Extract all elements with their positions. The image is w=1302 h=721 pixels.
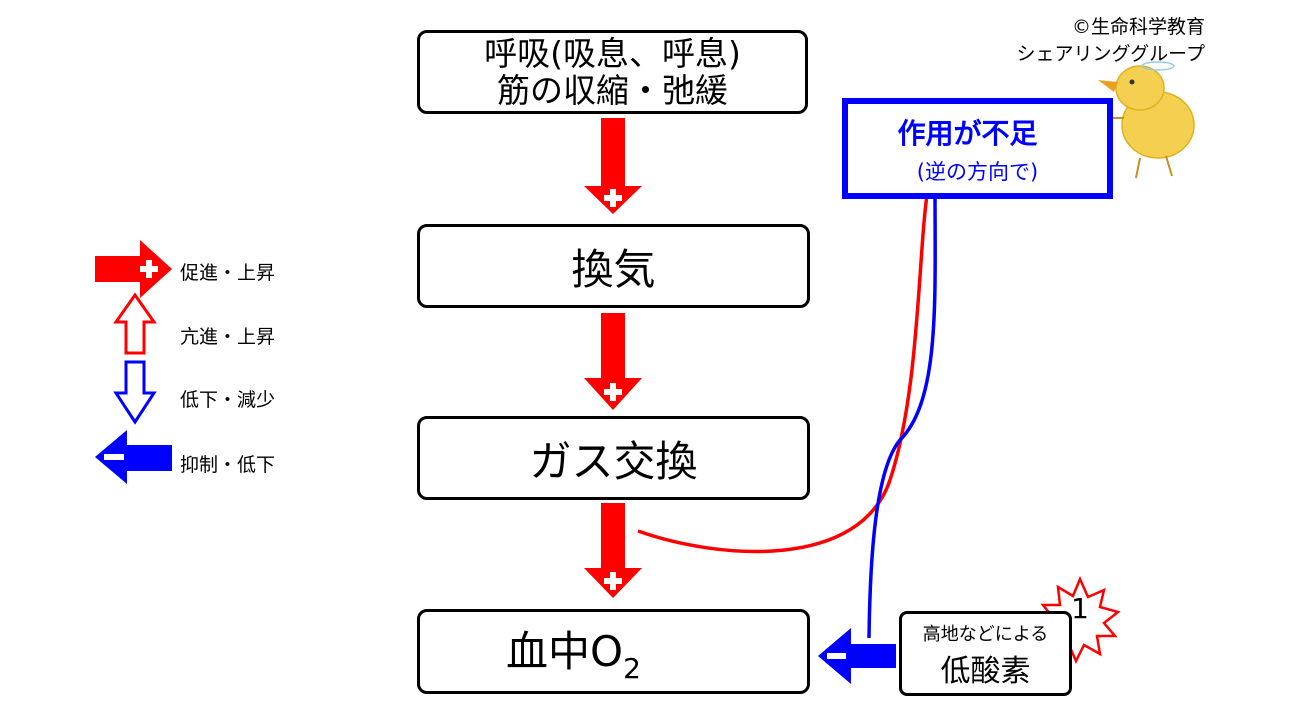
legend-inhibit-arrow-icon <box>95 430 172 484</box>
legend-label-decrease: 低下・減少 <box>180 389 276 411</box>
minus-icon <box>827 653 846 659</box>
promote-arrow-ventilation-to-gas-exchange <box>584 313 642 410</box>
ventilation-label: 換気 <box>571 244 656 294</box>
blood-o2-box: 血中O2 <box>417 609 810 694</box>
hypoxia-box: 高地などによる 低酸素 <box>899 611 1072 696</box>
respiration-line-2: 筋の収縮・弛緩 <box>497 71 728 110</box>
blood-o2-main: 血中O <box>506 627 624 676</box>
respiration-line-1: 呼吸(吸息、呼息) <box>484 34 741 73</box>
respiration-box: 呼吸(吸息、呼息) 筋の収縮・弛緩 <box>417 30 808 114</box>
copyright-notice: ©生命科学教育 シェアリンググループ <box>990 14 1205 68</box>
insufficient-subtitle: (逆の方向で) <box>916 159 1039 184</box>
copyright-line-1: ©生命科学教育 <box>1071 16 1205 38</box>
legend-label-inhibit: 抑制・低下 <box>180 454 276 476</box>
legend-label-promote: 促進・上昇 <box>180 262 276 284</box>
copyright-line-2: シェアリンググループ <box>1016 43 1205 65</box>
ventilation-box: 換気 <box>417 224 810 308</box>
promote-arrow-respiration-to-ventilation <box>584 118 642 214</box>
inhibit-arrow-hypoxia-to-blood-o2 <box>818 628 896 684</box>
blue-effect-curve <box>867 189 937 639</box>
insufficient-effect-box: 作用が不足 (逆の方向で) <box>842 98 1113 199</box>
blood-o2-label: 血中O2 <box>506 618 641 685</box>
legend-decrease-down-arrow-icon <box>113 360 157 425</box>
hypoxia-cause: 高地などによる <box>922 623 1049 645</box>
blood-o2-subscript: 2 <box>623 652 641 685</box>
red-effect-curve <box>637 187 930 554</box>
hypoxia-label: 低酸素 <box>940 653 1031 689</box>
gas-exchange-box: ガス交換 <box>417 416 810 500</box>
legend-promote-arrow-icon <box>95 240 172 298</box>
promote-arrow-gas-exchange-to-blood-o2 <box>584 503 642 598</box>
insufficient-title: 作用が不足 <box>897 116 1038 150</box>
legend-label-increase: 亢進・上昇 <box>180 326 276 348</box>
gas-exchange-label: ガス交換 <box>529 436 698 486</box>
legend-increase-up-arrow-icon <box>113 292 157 355</box>
duck-illustration <box>1094 61 1195 179</box>
badge-number: 1 <box>1071 592 1089 625</box>
